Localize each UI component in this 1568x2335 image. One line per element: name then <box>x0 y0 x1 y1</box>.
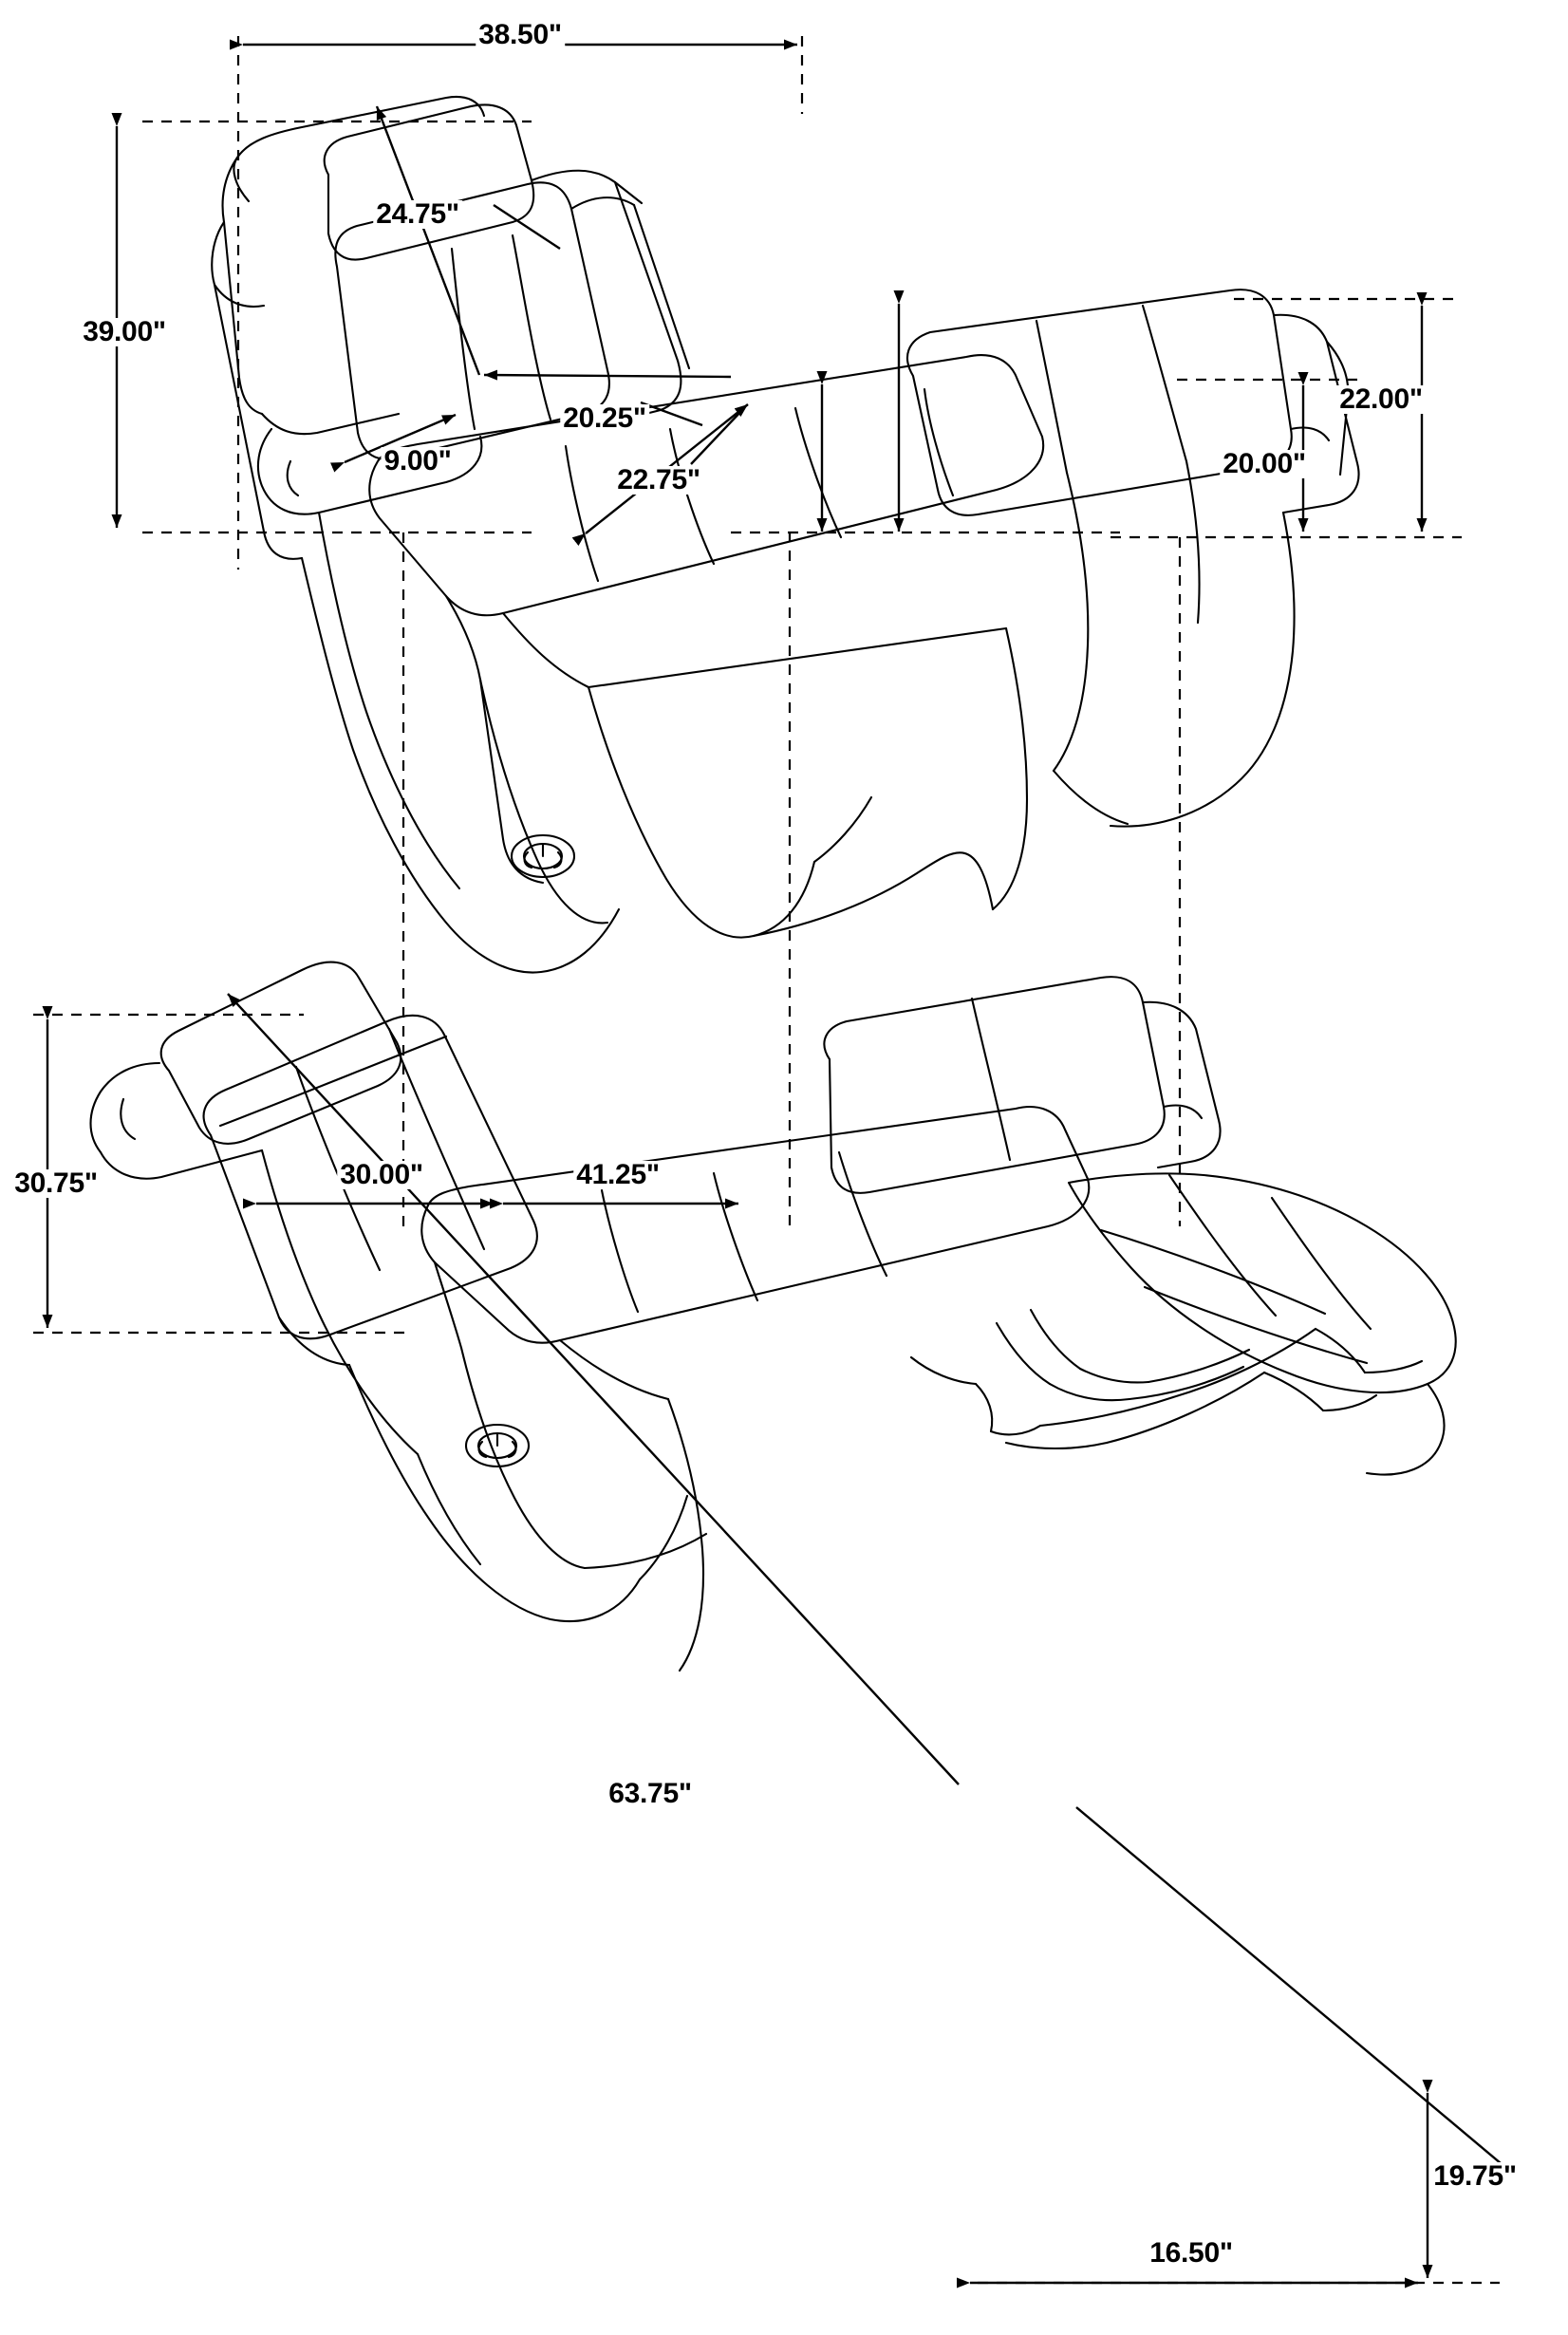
dimension-right-verticals <box>1297 292 1428 532</box>
dimline-back-height-upper <box>375 105 481 376</box>
dimline-seat-depth <box>483 369 732 381</box>
dim-label-rear-depth: 30.00" <box>337 1161 426 1189</box>
dimline-reclined-length-right <box>1075 1806 1520 2179</box>
dim-label-overall-height: 39.00" <box>80 318 169 346</box>
dim-label-seat-width: 22.75" <box>614 466 703 495</box>
dimline-reclined-length-left <box>227 993 960 1785</box>
dim-label-seat-depth: 20.25" <box>560 404 649 433</box>
dim-label-reclined-height: 30.75" <box>11 1169 101 1198</box>
chair-upright-outline <box>211 96 1360 974</box>
leader-seat-width <box>690 409 743 465</box>
dimension-lines-reclined <box>33 993 1520 2288</box>
chair-reclined-outline <box>89 961 1457 1672</box>
leader-back-height <box>493 203 561 251</box>
dim-label-footrest-height: 19.75" <box>1430 2162 1520 2191</box>
dim-label-seat-height: 20.00" <box>1220 450 1309 478</box>
dimension-lines-upright <box>111 36 1462 1226</box>
dim-label-front-depth: 41.25" <box>573 1161 663 1189</box>
dimline-arm-clearance <box>329 413 457 473</box>
dim-label-arm-top-height: 22.00" <box>1336 385 1426 414</box>
dim-label-back-height: 24.75" <box>373 200 462 229</box>
dim-label-reclined-length: 63.75" <box>606 1780 695 1808</box>
dim-label-footrest-extension: 16.50" <box>1147 2239 1236 2268</box>
dim-label-arm-clearance: 9.00" <box>381 447 455 476</box>
leader-seat-depth <box>640 401 703 427</box>
dim-label-overall-width: 38.50" <box>476 21 565 49</box>
